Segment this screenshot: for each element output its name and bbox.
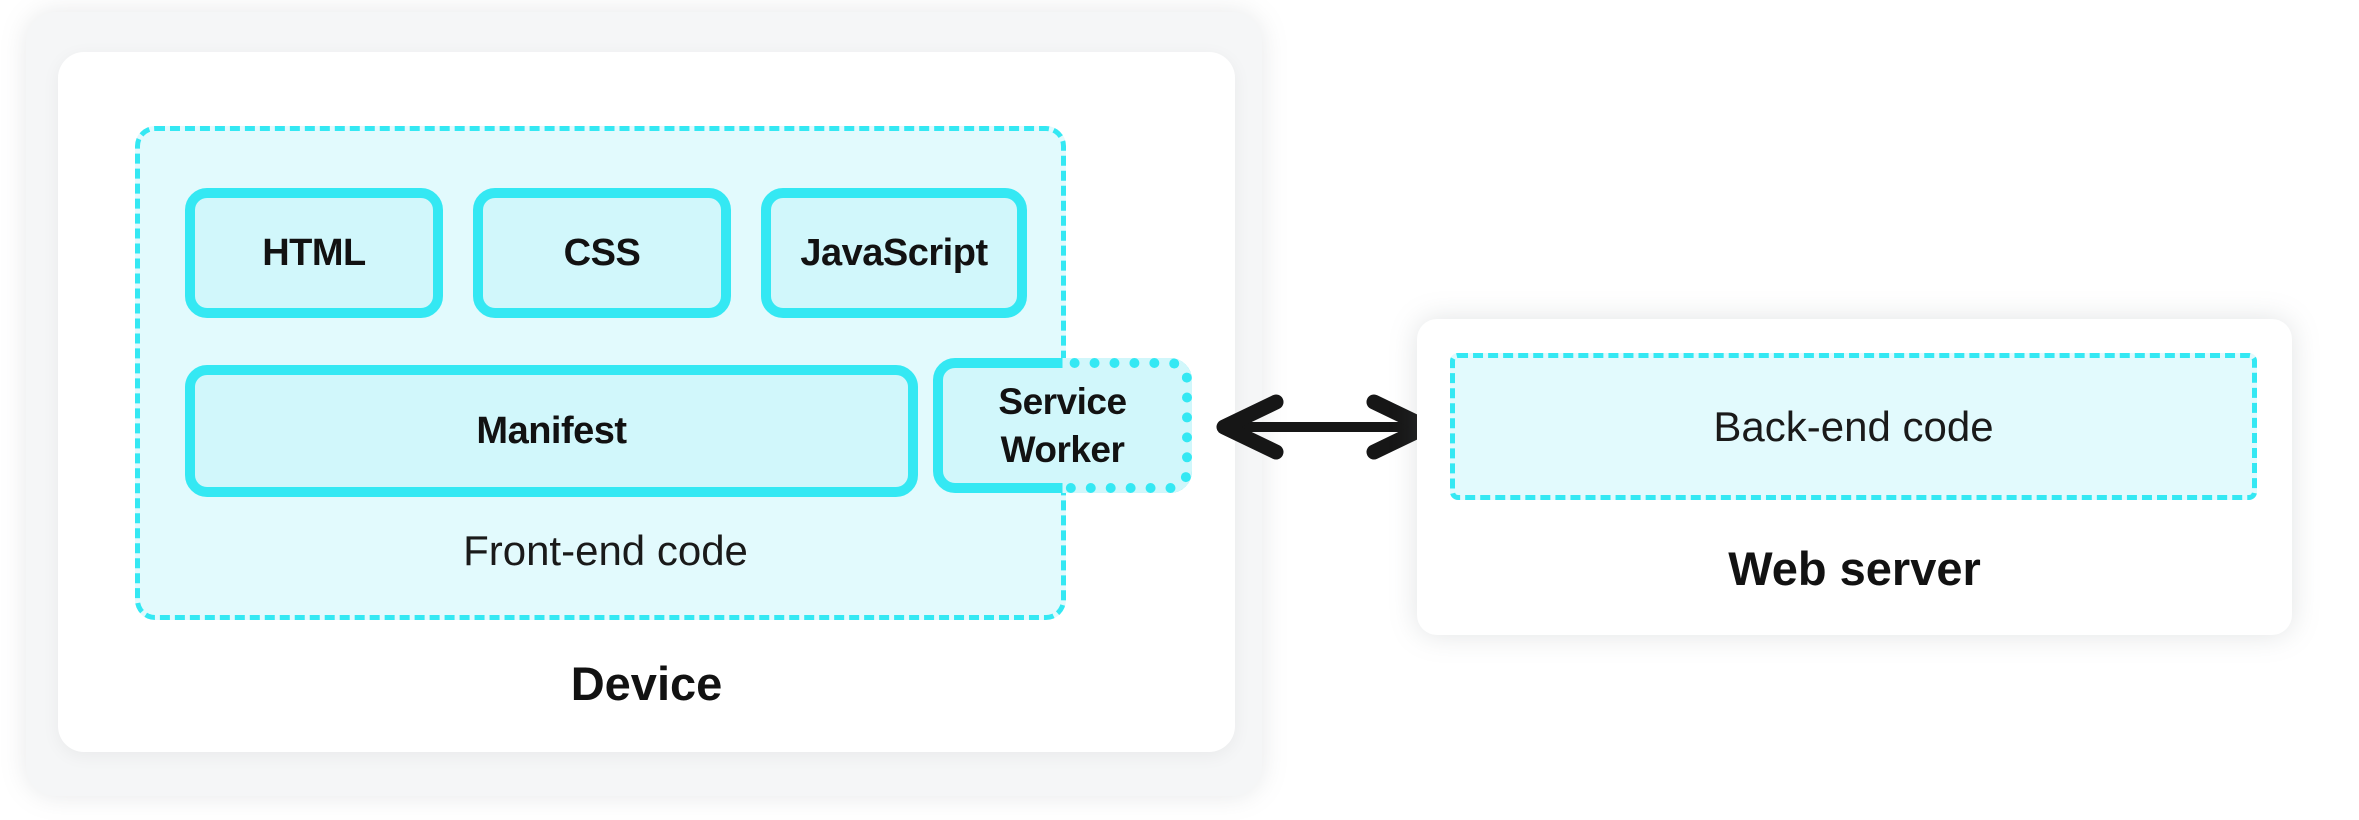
css-box: CSS: [473, 188, 731, 318]
bidirectional-arrow-icon: [1210, 394, 1440, 460]
web-server-card: Back-end code Web server: [1417, 319, 2292, 635]
frontend-code-container: HTML CSS JavaScript Manifest Front-end c…: [135, 126, 1066, 620]
service-worker-label: Service Worker: [998, 380, 1127, 470]
manifest-box: Manifest: [185, 365, 918, 497]
manifest-box-label: Manifest: [476, 409, 627, 452]
html-box: HTML: [185, 188, 443, 318]
css-box-label: CSS: [563, 231, 641, 274]
device-card: HTML CSS JavaScript Manifest Front-end c…: [58, 52, 1235, 752]
html-box-label: HTML: [262, 231, 366, 274]
javascript-box-label: JavaScript: [800, 231, 988, 274]
backend-code-label: Back-end code: [1713, 402, 1994, 450]
frontend-code-label: Front-end code: [463, 527, 748, 574]
javascript-box: JavaScript: [761, 188, 1027, 318]
service-worker-box: Service Worker: [933, 358, 1192, 493]
backend-code-box: Back-end code: [1450, 353, 2257, 500]
web-server-label: Web server: [1728, 542, 1981, 595]
device-label: Device: [570, 657, 723, 710]
service-worker-dotted-border: [1062, 358, 1192, 493]
